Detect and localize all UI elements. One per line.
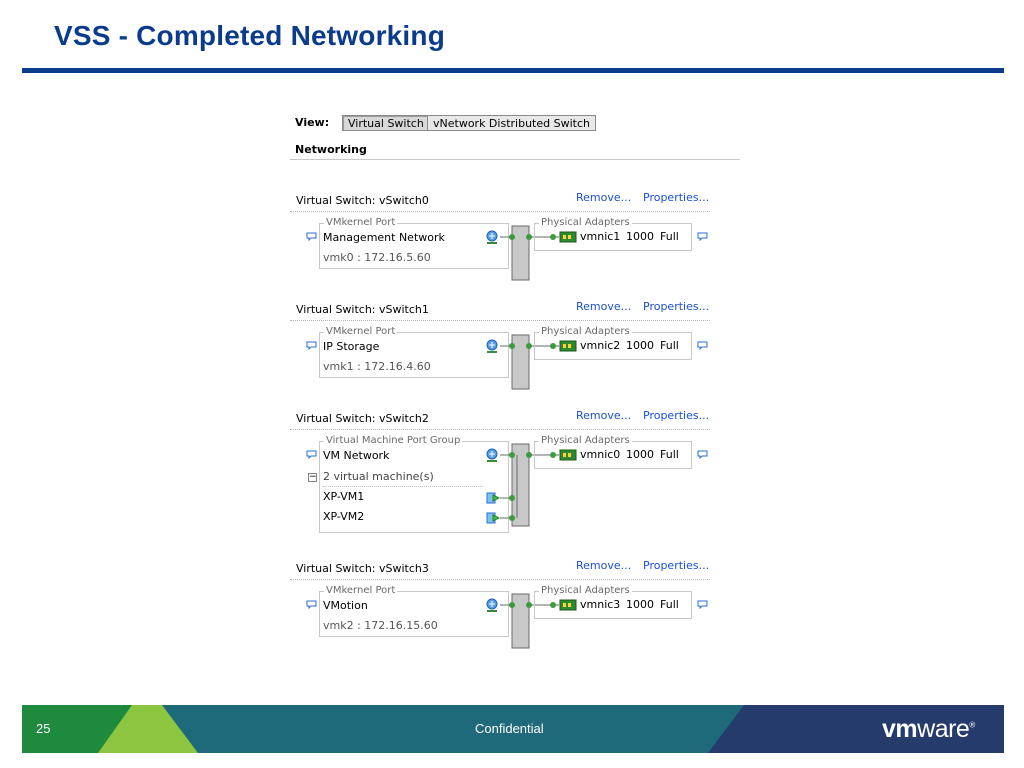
port-group-box: VMkernel Port IP Storage vmk1 : 172.16.4… xyxy=(319,326,509,378)
confidential-label: Confidential xyxy=(475,721,544,736)
port-group-type: VMkernel Port xyxy=(324,217,398,229)
vmkernel-port-icon xyxy=(486,230,498,244)
port-group-box: Virtual Machine Port Group VM Network 2 … xyxy=(319,435,509,533)
nic-icon xyxy=(539,449,577,461)
nic-icon xyxy=(539,231,577,243)
port-info-icon[interactable] xyxy=(306,600,317,609)
port-group-type: VMkernel Port xyxy=(324,326,398,338)
physical-adapters-label: Physical Adapters xyxy=(539,326,632,338)
nic-icon xyxy=(539,340,577,352)
vswitch-name: Virtual Switch: vSwitch0 xyxy=(296,194,429,207)
vm-port-group-icon xyxy=(486,448,498,462)
nic-speed: 1000 xyxy=(626,230,654,243)
nic-name[interactable]: vmnic0 xyxy=(580,448,621,461)
nic-duplex: Full xyxy=(660,448,679,461)
port-detail: vmk2 : 172.16.15.60 xyxy=(323,619,438,632)
port-name[interactable]: Management Network xyxy=(323,231,445,244)
vm-icon xyxy=(486,512,500,524)
nic-name[interactable]: vmnic3 xyxy=(580,598,621,611)
port-group-type: VMkernel Port xyxy=(324,585,398,597)
nic-duplex: Full xyxy=(660,598,679,611)
nic-duplex: Full xyxy=(660,230,679,243)
title-divider xyxy=(22,68,1004,73)
port-group-box: VMkernel Port Management Network vmk0 : … xyxy=(319,217,509,269)
slide-footer: 25 Confidential vmware® xyxy=(22,705,1004,753)
port-info-icon[interactable] xyxy=(306,341,317,350)
vm-item[interactable]: XP-VM1 xyxy=(323,490,365,503)
port-detail: vmk1 : 172.16.4.60 xyxy=(323,360,431,373)
vm-divider xyxy=(323,486,483,487)
port-name[interactable]: IP Storage xyxy=(323,340,380,353)
vm-icon xyxy=(486,492,500,504)
port-group-box: VMkernel Port VMotion vmk2 : 172.16.15.6… xyxy=(319,585,509,637)
vswitch-divider xyxy=(290,429,710,430)
switch-connector xyxy=(500,443,550,527)
switch-connector xyxy=(500,593,550,649)
vmkernel-port-icon xyxy=(486,598,498,612)
port-info-icon[interactable] xyxy=(306,450,317,459)
nic-speed: 1000 xyxy=(626,598,654,611)
adapter-info-icon[interactable] xyxy=(697,600,708,609)
physical-adapters-box: Physical Adapters vmnic3 1000 Full xyxy=(534,585,692,619)
tab-virtual-switch[interactable]: Virtual Switch xyxy=(342,115,430,131)
slide-title: VSS - Completed Networking xyxy=(54,20,446,51)
nic-icon xyxy=(539,599,577,611)
port-detail: vmk0 : 172.16.5.60 xyxy=(323,251,431,264)
vmware-logo: vmware® xyxy=(882,715,975,743)
tab-vnetwork-distributed-switch[interactable]: vNetwork Distributed Switch xyxy=(427,115,596,131)
nic-name[interactable]: vmnic2 xyxy=(580,339,621,352)
port-group-type: Virtual Machine Port Group xyxy=(324,435,463,447)
remove-link[interactable]: Remove... xyxy=(576,191,632,204)
heading-divider xyxy=(290,159,740,160)
nic-speed: 1000 xyxy=(626,448,654,461)
vswitch-divider xyxy=(290,579,710,580)
networking-heading: Networking xyxy=(295,143,367,156)
remove-link[interactable]: Remove... xyxy=(576,559,632,572)
networking-panel: View: Virtual Switch vNetwork Distribute… xyxy=(290,108,760,649)
vswitch-name: Virtual Switch: vSwitch2 xyxy=(296,412,429,425)
physical-adapters-label: Physical Adapters xyxy=(539,435,632,447)
physical-adapters-box: Physical Adapters vmnic0 1000 Full xyxy=(534,435,692,469)
switch-connector xyxy=(500,225,550,281)
properties-link[interactable]: Properties... xyxy=(643,559,710,572)
physical-adapters-box: Physical Adapters vmnic2 1000 Full xyxy=(534,326,692,360)
port-info-icon[interactable] xyxy=(306,232,317,241)
physical-adapters-box: Physical Adapters vmnic1 1000 Full xyxy=(534,217,692,251)
vswitch-name: Virtual Switch: vSwitch3 xyxy=(296,562,429,575)
properties-link[interactable]: Properties... xyxy=(643,191,710,204)
vswitch-name: Virtual Switch: vSwitch1 xyxy=(296,303,429,316)
physical-adapters-label: Physical Adapters xyxy=(539,585,632,597)
vswitch-divider xyxy=(290,211,710,212)
page-number: 25 xyxy=(36,721,51,736)
view-label: View: xyxy=(295,116,330,129)
port-name[interactable]: VMotion xyxy=(323,599,368,612)
adapter-info-icon[interactable] xyxy=(697,341,708,350)
adapter-info-icon[interactable] xyxy=(697,232,708,241)
nic-speed: 1000 xyxy=(626,339,654,352)
collapse-icon[interactable]: − xyxy=(308,472,317,482)
nic-duplex: Full xyxy=(660,339,679,352)
remove-link[interactable]: Remove... xyxy=(576,300,632,313)
vmkernel-port-icon xyxy=(486,339,498,353)
nic-name[interactable]: vmnic1 xyxy=(580,230,621,243)
port-name[interactable]: VM Network xyxy=(323,449,390,462)
remove-link[interactable]: Remove... xyxy=(576,409,632,422)
vm-item[interactable]: XP-VM2 xyxy=(323,510,365,523)
vm-count: 2 virtual machine(s) xyxy=(323,470,434,483)
adapter-info-icon[interactable] xyxy=(697,450,708,459)
properties-link[interactable]: Properties... xyxy=(643,300,710,313)
properties-link[interactable]: Properties... xyxy=(643,409,710,422)
footer-band xyxy=(22,705,1004,753)
vswitch-divider xyxy=(290,320,710,321)
physical-adapters-label: Physical Adapters xyxy=(539,217,632,229)
